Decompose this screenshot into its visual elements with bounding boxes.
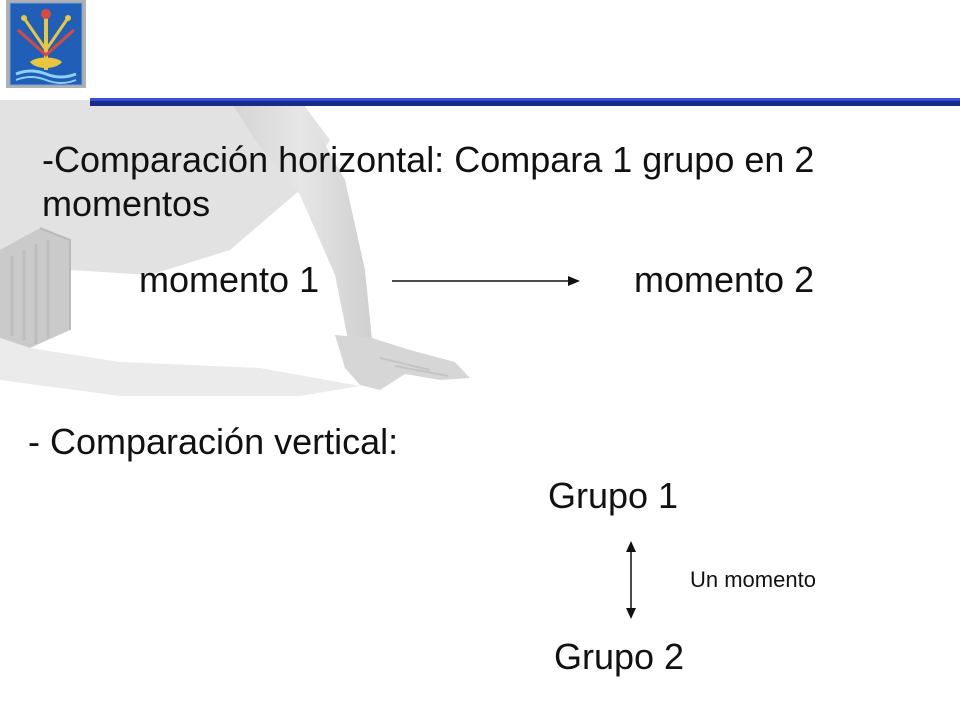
arrow-up-down-icon bbox=[626, 541, 636, 619]
one-moment-label: Un momento bbox=[690, 567, 816, 592]
moment-2-label: momento 2 bbox=[634, 259, 815, 300]
heading-vertical-comparison: - Comparación vertical: bbox=[28, 421, 399, 462]
background-photo bbox=[0, 100, 470, 396]
group-1-label: Grupo 1 bbox=[548, 475, 679, 516]
heading-horizontal-comparison: -Comparación horizontal: Compara 1 grupo… bbox=[42, 139, 815, 224]
arrow-right-icon bbox=[392, 276, 580, 286]
group-2-label: Grupo 2 bbox=[554, 636, 685, 677]
emblem-logo bbox=[6, 0, 86, 88]
header-rule bbox=[90, 98, 960, 106]
moment-1-label: momento 1 bbox=[139, 259, 320, 300]
